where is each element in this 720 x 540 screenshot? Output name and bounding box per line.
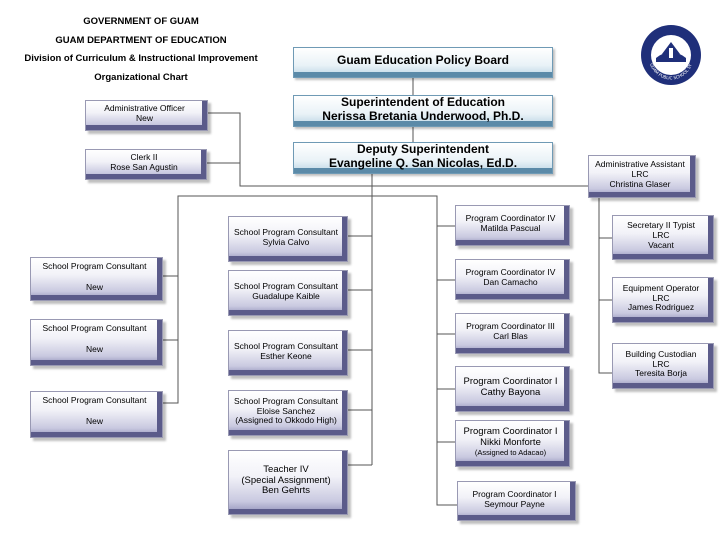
- coordinator-4-title: Program Coordinator I: [463, 375, 558, 387]
- deputy-title: Deputy Superintendent: [356, 141, 489, 156]
- lrc-custodian-unit: LRC: [652, 358, 670, 369]
- lrc-custodian: Building Custodian LRC Teresita Borja: [612, 343, 714, 389]
- board-label: Guam Education Policy Board: [336, 53, 510, 68]
- coordinator-1-name: Matilda Pascual: [480, 223, 541, 233]
- teacher-title: Teacher IV: [263, 463, 309, 475]
- header-division: Division of Curriculum & Instructional I…: [24, 53, 258, 64]
- coordinator-5: Program Coordinator I Nikki Monforte (As…: [455, 420, 570, 467]
- guam-seal-logo: GUAM PUBLIC SCHOOL SYSTEM: [640, 24, 701, 85]
- mid-consultant-1-name: Sylvia Calvo: [262, 236, 310, 247]
- lrc-equipment-operator-name: James Rodriguez: [627, 302, 695, 313]
- superintendent-title: Superintendent of Education: [341, 94, 505, 109]
- admin-assistant-unit: LRC: [631, 169, 649, 180]
- coordinator-2-name: Dan Camacho: [483, 277, 538, 287]
- deputy-name: Evangeline Q. San Nicolas, Ed.D.: [328, 156, 518, 170]
- lrc-secretary-title: Secretary II Typist: [627, 220, 695, 231]
- lrc-custodian-title: Building Custodian: [625, 348, 697, 359]
- coordinator-3-name: Carl Blas: [493, 331, 528, 341]
- mid-consultant-2-name: Guadalupe Kaible: [252, 290, 320, 301]
- coordinator-5-name: Nikki Monforte: [480, 436, 541, 448]
- left-consultant-3: School Program Consultant New: [30, 391, 163, 438]
- header-department: GUAM DEPARTMENT OF EDUCATION: [55, 35, 227, 46]
- coordinator-2: Program Coordinator IV Dan Camacho: [455, 259, 570, 300]
- teacher-subtitle: (Special Assignment): [241, 474, 331, 486]
- clerk-title: Clerk II: [130, 152, 158, 163]
- coordinator-1-title: Program Coordinator IV: [465, 213, 556, 224]
- left-consultant-2-name: New: [85, 343, 103, 354]
- mid-consultant-3-title: School Program Consultant: [234, 340, 338, 351]
- left-consultant-1-name: New: [85, 281, 103, 292]
- coordinator-5-title: Program Coordinator I: [463, 425, 558, 437]
- superintendent-name: Nerissa Bretania Underwood, Ph.D.: [322, 109, 524, 123]
- mid-consultant-1: School Program Consultant Sylvia Calvo: [228, 216, 348, 262]
- lrc-equipment-operator-title: Equipment Operator: [622, 282, 700, 293]
- left-consultant-2-title: School Program Consultant: [42, 323, 147, 333]
- left-consultant-3-title: School Program Consultant: [42, 395, 147, 405]
- mid-consultant-4: School Program Consultant Eloise Sanchez…: [228, 390, 348, 436]
- left-consultant-2: School Program Consultant New: [30, 319, 163, 366]
- admin-assistant-name: Christina Glaser: [609, 178, 671, 189]
- admin-assistant-box: Administrative Assistant LRC Christina G…: [588, 155, 696, 198]
- coordinator-6: Program Coordinator I Seymour Payne: [457, 481, 576, 521]
- left-consultant-1-title: School Program Consultant: [42, 261, 147, 271]
- coordinator-4: Program Coordinator I Cathy Bayona: [455, 366, 570, 412]
- coordinator-2-title: Program Coordinator IV: [465, 267, 556, 278]
- mid-consultant-1-title: School Program Consultant: [234, 226, 338, 237]
- admin-officer-name: New: [135, 113, 153, 123]
- admin-officer-title: Administrative Officer: [104, 103, 185, 114]
- board-box: Guam Education Policy Board: [293, 47, 553, 78]
- mid-consultant-2: School Program Consultant Guadalupe Kaib…: [228, 270, 348, 316]
- mid-consultant-3-name: Esther Keone: [260, 350, 312, 361]
- coordinator-6-title: Program Coordinator I: [472, 488, 557, 499]
- coordinator-3-title: Program Coordinator III: [466, 321, 555, 332]
- superintendent-box: Superintendent of Education Nerissa Bret…: [293, 95, 553, 127]
- deputy-box: Deputy Superintendent Evangeline Q. San …: [293, 142, 553, 174]
- coordinator-5-note: (Assigned to Adacao): [474, 447, 547, 457]
- coordinator-4-name: Cathy Bayona: [480, 386, 541, 398]
- mid-consultant-4-title: School Program Consultant: [234, 395, 338, 406]
- header-government: GOVERNMENT OF GUAM: [83, 16, 199, 27]
- lrc-equipment-operator: Equipment Operator LRC James Rodriguez: [612, 277, 714, 323]
- clerk-name: Rose San Agustin: [110, 162, 178, 172]
- left-consultant-3-name: New: [85, 415, 103, 426]
- lrc-secretary-name: Vacant: [648, 239, 674, 250]
- lrc-custodian-name: Teresita Borja: [635, 368, 687, 379]
- mid-consultant-4-name: Eloise Sanchez: [256, 405, 316, 416]
- lrc-secretary-unit: LRC: [652, 230, 670, 241]
- mid-consultant-4-note: (Assigned to Okkodo High): [235, 415, 337, 426]
- header-chart-title: Organizational Chart: [94, 72, 188, 83]
- lrc-equipment-operator-unit: LRC: [652, 292, 670, 303]
- coordinator-6-name: Seymour Payne: [484, 498, 545, 509]
- clerk-box: Clerk II Rose San Agustin: [85, 149, 207, 180]
- admin-officer-box: Administrative Officer New: [85, 100, 208, 131]
- teacher-box: Teacher IV (Special Assignment) Ben Gehr…: [228, 450, 348, 515]
- teacher-name: Ben Gehrts: [261, 485, 311, 497]
- coordinator-1: Program Coordinator IV Matilda Pascual: [455, 205, 570, 246]
- mid-consultant-2-title: School Program Consultant: [234, 280, 338, 291]
- admin-assistant-title: Administrative Assistant: [595, 159, 685, 170]
- left-consultant-1: School Program Consultant New: [30, 257, 163, 301]
- mid-consultant-3: School Program Consultant Esther Keone: [228, 330, 348, 376]
- coordinator-3: Program Coordinator III Carl Blas: [455, 313, 570, 354]
- lrc-secretary: Secretary II Typist LRC Vacant: [612, 215, 714, 260]
